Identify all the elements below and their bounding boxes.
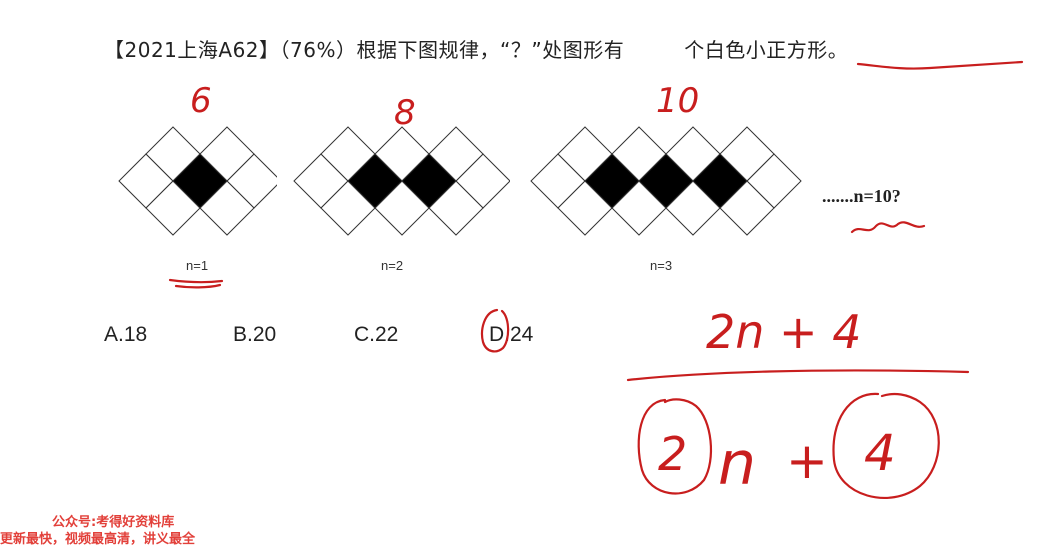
circle-coef-stroke [637,398,713,495]
option-b: B.20 [233,323,277,346]
circle-const-stroke [832,392,940,500]
black-square [692,153,748,209]
underline-stroke [856,60,1024,70]
option-c: C.22 [354,323,399,346]
formula-top: 2n + 4 [706,305,861,359]
count-3: 10 [656,81,699,121]
black-square [172,153,228,209]
continuation-text: .......n=10? [822,186,901,206]
watermark-line1: 公众号:考得好资料库 [52,515,175,530]
question-text: 【2021上海A62】（76%）根据下图规律，“？”处图形有 个白色小正方形。 [104,34,848,63]
squiggle-stroke [850,221,926,234]
figure-label: n=1 [186,258,209,273]
underline-stroke [168,278,224,284]
figure-n3 [530,126,802,236]
option-d: D.24 [489,323,534,346]
figure-label: n=2 [381,258,404,273]
option-a: A.18 [104,323,148,346]
circled-const: 4 [864,424,896,482]
question-suffix: 个 [684,38,705,62]
underline-stroke [174,283,222,289]
figure-label: n=3 [650,258,673,273]
formula-bottom-plus: + [786,432,828,490]
figure-n1 [118,126,277,236]
black-square [347,153,403,209]
question-suffix-underlined: 白色小正方形。 [704,38,849,62]
count-1: 6 [190,81,212,121]
black-square [584,153,640,209]
formula-bottom-n: n [718,429,756,499]
question-prefix: 【2021上海A62】（76%）根据下图规律，“？”处图形有 [104,38,625,62]
black-square [401,153,457,209]
black-square [638,153,694,209]
fraction-line [626,369,970,382]
circled-coef: 2 [658,427,687,481]
figure-n2 [293,126,510,236]
watermark-line2: 更新最快，视频最高清，讲义最全 [0,532,196,547]
